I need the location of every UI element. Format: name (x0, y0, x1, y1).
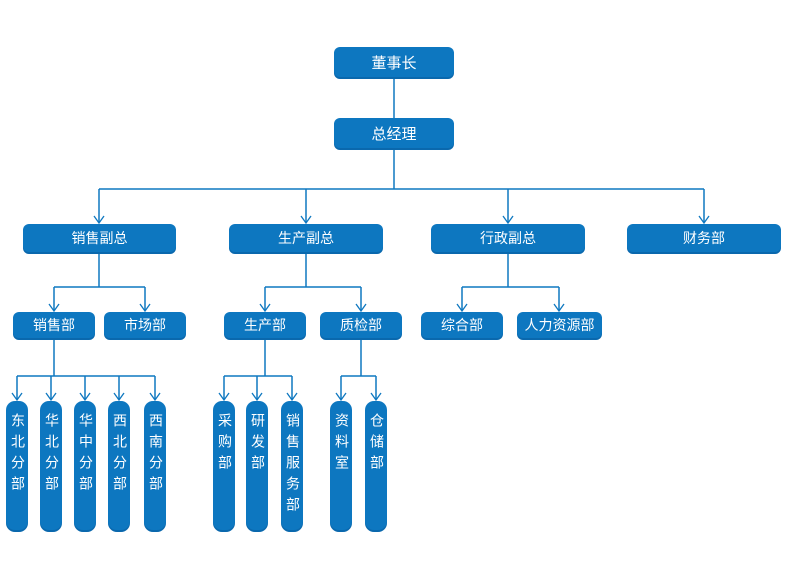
node-branch-southwest: 西南分部 (144, 401, 166, 532)
node-general-affairs-dept: 综合部 (421, 312, 503, 340)
node-warehouse-dept: 仓储部 (365, 401, 387, 532)
node-hr-dept: 人力资源部 (517, 312, 602, 340)
node-sales-dept: 销售部 (13, 312, 95, 340)
node-archive-room: 资料室 (330, 401, 352, 532)
node-vp-admin: 行政副总 (431, 224, 585, 254)
node-marketing-dept: 市场部 (104, 312, 186, 340)
node-branch-northwest: 西北分部 (108, 401, 130, 532)
node-branch-central: 华中分部 (74, 401, 96, 532)
arrowheads (11, 215, 710, 402)
node-branch-northeast: 东北分部 (6, 401, 28, 532)
node-finance-dept: 财务部 (627, 224, 781, 254)
node-qc-dept: 质检部 (320, 312, 402, 340)
node-vp-sales: 销售副总 (23, 224, 176, 254)
node-branch-north: 华北分部 (40, 401, 62, 532)
node-vp-production: 生产副总 (229, 224, 383, 254)
node-general-manager: 总经理 (334, 118, 454, 150)
node-chairman: 董事长 (334, 47, 454, 79)
node-sales-service-dept: 销售服务部 (281, 401, 303, 532)
node-rnd-dept: 研发部 (246, 401, 268, 532)
node-production-dept: 生产部 (224, 312, 306, 340)
node-purchasing-dept: 采购部 (213, 401, 235, 532)
